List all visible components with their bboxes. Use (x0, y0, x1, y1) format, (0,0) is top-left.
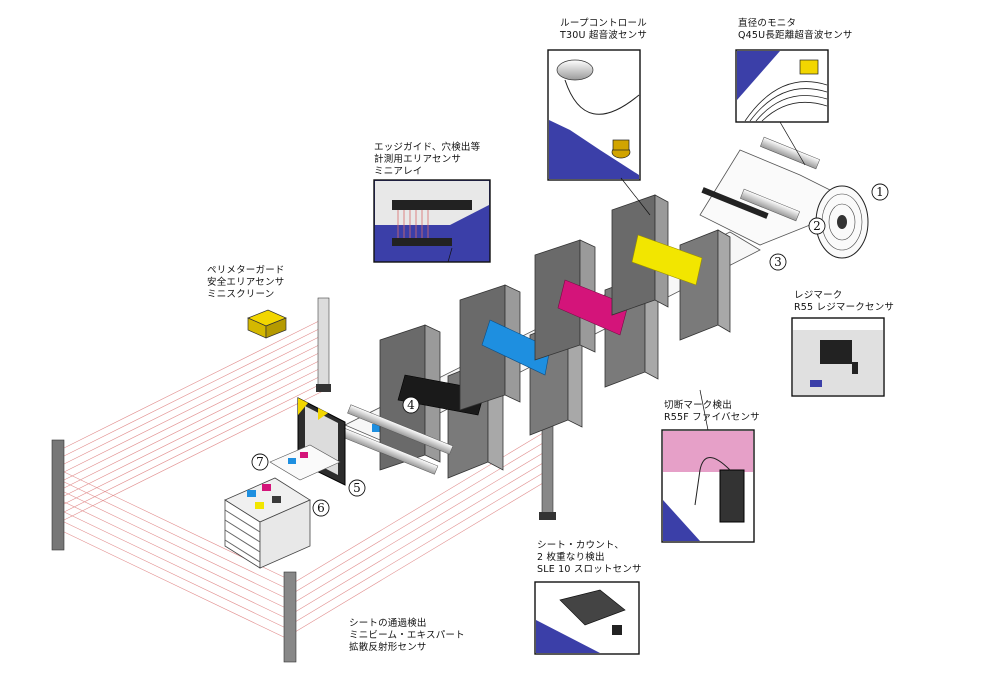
inset-edge-guide (373, 179, 491, 263)
callout-6: 6 (312, 499, 330, 517)
inset-cut-mark (661, 429, 755, 543)
label-sheet-pass: シートの通過検出 ミニビーム・エキスパート 拡散反射形センサ (349, 618, 465, 654)
callout-7: 7 (251, 453, 269, 471)
callout-3-text: 3 (774, 255, 782, 269)
label-cut-mark: 切断マーク検出 R55F ファイバセンサ (664, 400, 760, 424)
label-sheet-pass-line2: ミニビーム・エキスパート (349, 630, 465, 641)
label-diameter-monitor-line2: Q45U長距離超音波センサ (738, 30, 853, 41)
web-rollers (332, 404, 454, 475)
callout-5: 5 (348, 479, 366, 497)
callout-2: 2 (808, 217, 826, 235)
callout-2-text: 2 (813, 219, 821, 233)
callout-1-text: 1 (876, 185, 884, 199)
inset-registration-mark (791, 317, 885, 397)
label-perimeter-guard-line3: ミニスクリーン (207, 289, 275, 300)
label-registration-mark: レジマーク R55 レジマークセンサ (794, 290, 894, 314)
sheet-stack (224, 477, 311, 569)
label-registration-mark-line2: R55 レジマークセンサ (794, 302, 895, 313)
mini-screen-sensor (247, 309, 287, 339)
unwind-roll (701, 136, 869, 259)
label-sheet-count-line2: 2 枚重なり検出 (537, 552, 605, 563)
curtain-posts (51, 297, 556, 663)
label-cut-mark-line2: R55F ファイバセンサ (664, 412, 760, 423)
callout-1: 1 (871, 183, 889, 201)
label-loop-control-line1: ループコントロール (560, 18, 647, 29)
label-sheet-count-line3: SLE 10 スロットセンサ (537, 564, 642, 575)
callout-5-text: 5 (353, 481, 361, 495)
label-sheet-count: シート・カウント、 2 枚重なり検出 SLE 10 スロットセンサ (537, 540, 642, 576)
leader-lines (447, 121, 806, 431)
print-unit-yellow (611, 194, 731, 341)
label-perimeter-guard-line1: ペリメターガード (207, 265, 285, 276)
callout-6-text: 6 (317, 501, 325, 515)
label-registration-mark-line1: レジマーク (794, 290, 843, 301)
callout-4: 4 (402, 396, 420, 414)
label-edge-guide: エッジガイド、穴検出等 計測用エリアセンサ ミニアレイ (374, 142, 480, 178)
callout-3: 3 (769, 253, 787, 271)
label-perimeter-guard: ペリメターガード 安全エリアセンサ ミニスクリーン (207, 265, 285, 301)
label-cut-mark-line1: 切断マーク検出 (664, 400, 732, 411)
label-edge-guide-line1: エッジガイド、穴検出等 (374, 142, 481, 153)
label-loop-control: ループコントロール T30U 超音波センサ (560, 18, 647, 42)
loose-sheets (269, 444, 341, 481)
label-loop-control-line2: T30U 超音波センサ (560, 30, 648, 41)
label-sheet-pass-line3: 拡散反射形センサ (349, 642, 427, 653)
inset-diameter-monitor (735, 49, 829, 123)
callout-7-text: 7 (256, 455, 264, 469)
perimeter-light-curtain (59, 317, 549, 641)
label-diameter-monitor: 直径のモニタ Q45U長距離超音波センサ (738, 18, 853, 42)
label-sheet-pass-line1: シートの通過検出 (349, 618, 427, 629)
label-edge-guide-line2: 計測用エリアセンサ (374, 154, 462, 165)
callout-4-text: 4 (407, 398, 415, 412)
label-diameter-monitor-line1: 直径のモニタ (738, 18, 797, 29)
inset-loop-control (547, 49, 641, 181)
label-edge-guide-line3: ミニアレイ (374, 166, 423, 177)
label-sheet-count-line1: シート・カウント、 (537, 540, 625, 551)
label-perimeter-guard-line2: 安全エリアセンサ (207, 277, 285, 288)
inset-sheet-count (534, 581, 640, 655)
